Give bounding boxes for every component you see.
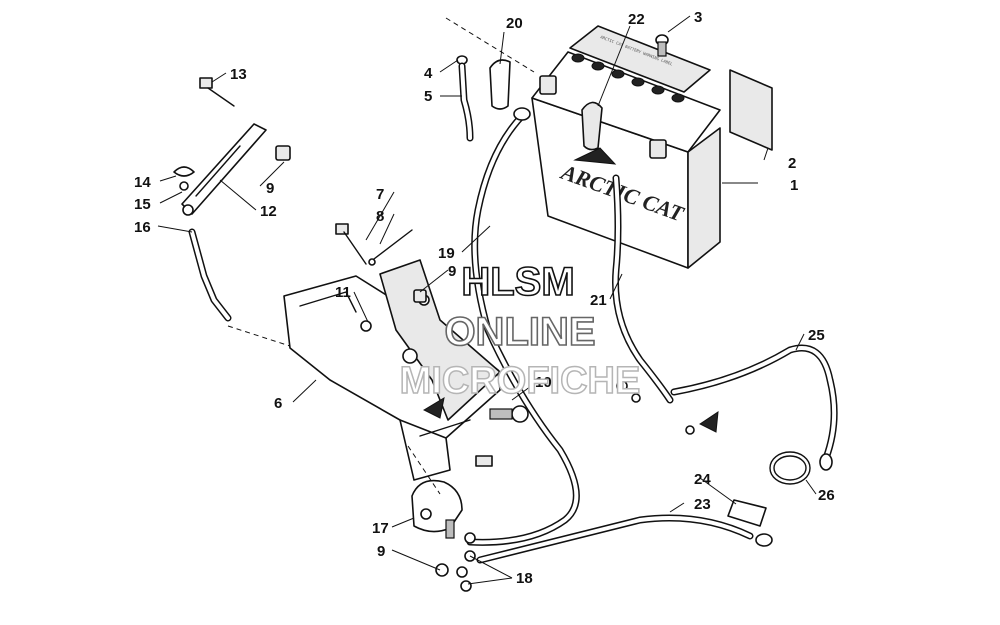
watermark-line-1: HLSM: [461, 260, 574, 304]
callout-17: 17: [372, 520, 389, 537]
callout-1: 1: [790, 177, 798, 194]
cable-boot-24: [727, 499, 767, 527]
callout-9-solenoid: 9: [377, 543, 385, 560]
callout-23: 23: [694, 496, 711, 513]
battery-cell-caps: [571, 53, 685, 103]
battery: ARCTIC CAT BATTERY WARNING LABEL ARCTIC …: [531, 25, 721, 269]
callout-25: 25: [808, 327, 825, 344]
starter-solenoid: [411, 479, 476, 592]
arctic-cat-logo-icon: [573, 147, 617, 165]
leader-lines: [157, 15, 817, 585]
reference-lines: [227, 17, 535, 495]
positive-terminal: [649, 139, 667, 159]
callout-4: 4: [424, 65, 433, 82]
stud-8: [368, 229, 413, 266]
callout-19: 19: [438, 245, 455, 262]
screw-7: [335, 223, 367, 265]
callout-22: 22: [628, 11, 645, 28]
negative-terminal: [539, 75, 557, 95]
callout-12: 12: [260, 203, 277, 220]
callout-3: 3: [694, 9, 702, 26]
callout-7: 7: [376, 186, 384, 203]
lead-cable-23: [476, 514, 773, 564]
cable-clamp: [769, 451, 811, 485]
callout-5: 5: [424, 88, 432, 105]
terminal-boot: [489, 59, 511, 110]
lead-cable-25: [670, 344, 838, 471]
callout-26: 26: [818, 487, 835, 504]
negative-cable: [466, 107, 580, 546]
callout-15: 15: [134, 196, 151, 213]
vent-tube: [456, 55, 474, 142]
callout-10: 10: [535, 374, 552, 391]
callout-9-strap: 9: [266, 180, 274, 197]
nut-9-bracket: [413, 289, 427, 303]
ring-terminals: [616, 380, 719, 435]
callout-24: 24: [694, 471, 711, 488]
bolt-lower: [475, 455, 493, 467]
callout-13: 13: [230, 66, 247, 83]
callout-8: 8: [376, 208, 384, 225]
battery-label-sticker: [729, 69, 773, 151]
callout-14: 14: [134, 174, 151, 191]
callout-20: 20: [506, 15, 523, 32]
positive-boot: [581, 101, 603, 151]
callout-18: 18: [516, 570, 533, 587]
watermark: HLSM ONLINE MICROFICHE: [399, 259, 641, 403]
watermark-line-2: ONLINE: [444, 310, 595, 354]
watermark-line-3: MICROFICHE: [400, 360, 641, 402]
callout-11: 11: [335, 284, 351, 301]
positive-cable: [612, 174, 674, 404]
callout-9-bracket: 9: [448, 263, 456, 280]
callout-16: 16: [134, 219, 151, 236]
callout-21: 21: [590, 292, 607, 309]
wing-nut: [173, 166, 195, 191]
hold-down-strap: [181, 123, 267, 216]
callout-numbers: 1 2 3 4 5 6 7 8 9 9 9 10 11 12 13 14 15 …: [134, 9, 835, 587]
bolt-13: [199, 77, 235, 107]
callout-6: 6: [274, 395, 282, 412]
bolt-10: [489, 405, 529, 423]
callout-2: 2: [788, 155, 796, 172]
terminal-screw: [655, 34, 669, 57]
nut-9-strap: [275, 145, 291, 161]
rod-16: [188, 228, 232, 322]
battery-tray-bracket: [283, 259, 501, 481]
